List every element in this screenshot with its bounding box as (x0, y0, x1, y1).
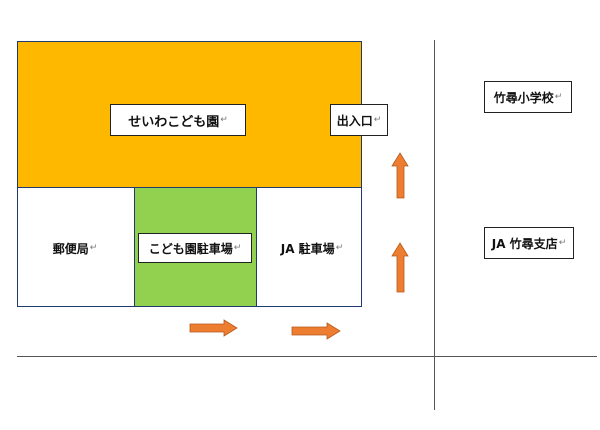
arrow-up-lower (391, 242, 409, 293)
post-office-label: 郵便局↵ (52, 241, 98, 256)
arrow-up-upper (391, 152, 409, 199)
ja-parking-label: JA 駐車場↵ (280, 241, 344, 256)
kindergarten-parking-label: こども園駐車場↵ (138, 233, 252, 263)
arrow-right-right (291, 322, 341, 340)
vertical-road-line (434, 40, 435, 410)
elementary-school-label: 竹尋小学校↵ (484, 81, 572, 113)
horizontal-road-line (17, 356, 597, 357)
post-office-block (17, 187, 135, 307)
ja-parking-block (256, 187, 362, 307)
entrance-label: 出入口↵ (330, 104, 388, 136)
ja-branch-label: JA 竹尋支店↵ (484, 227, 574, 259)
kindergarten-label: せいわこども園↵ (110, 104, 246, 136)
arrow-right-left (189, 319, 238, 337)
